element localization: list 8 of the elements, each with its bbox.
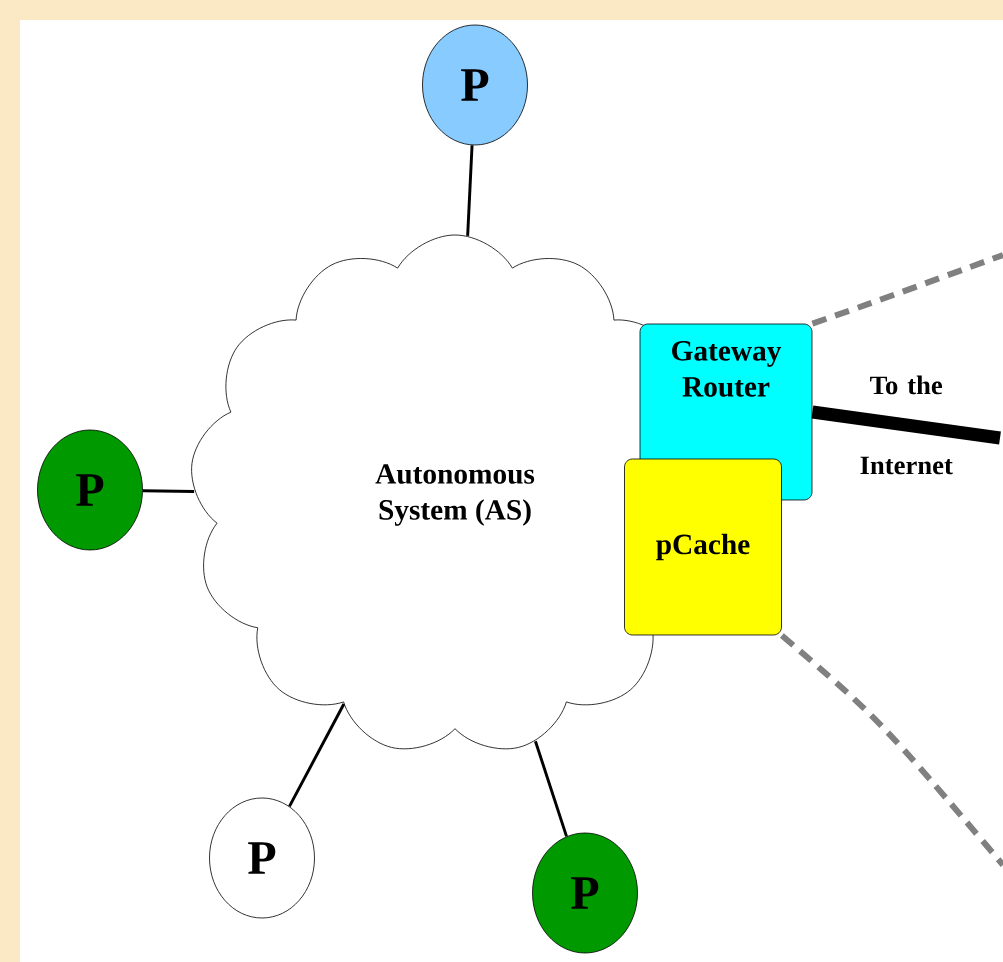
edge-label: To the Internet bbox=[860, 375, 953, 475]
dashed-line bbox=[811, 252, 1003, 327]
connection-line bbox=[811, 405, 1001, 445]
connection-line bbox=[534, 740, 568, 837]
cache-box: pCache bbox=[624, 458, 782, 636]
dashed-line bbox=[779, 633, 1003, 867]
connection-line bbox=[466, 145, 474, 236]
connection-line bbox=[142, 489, 195, 493]
